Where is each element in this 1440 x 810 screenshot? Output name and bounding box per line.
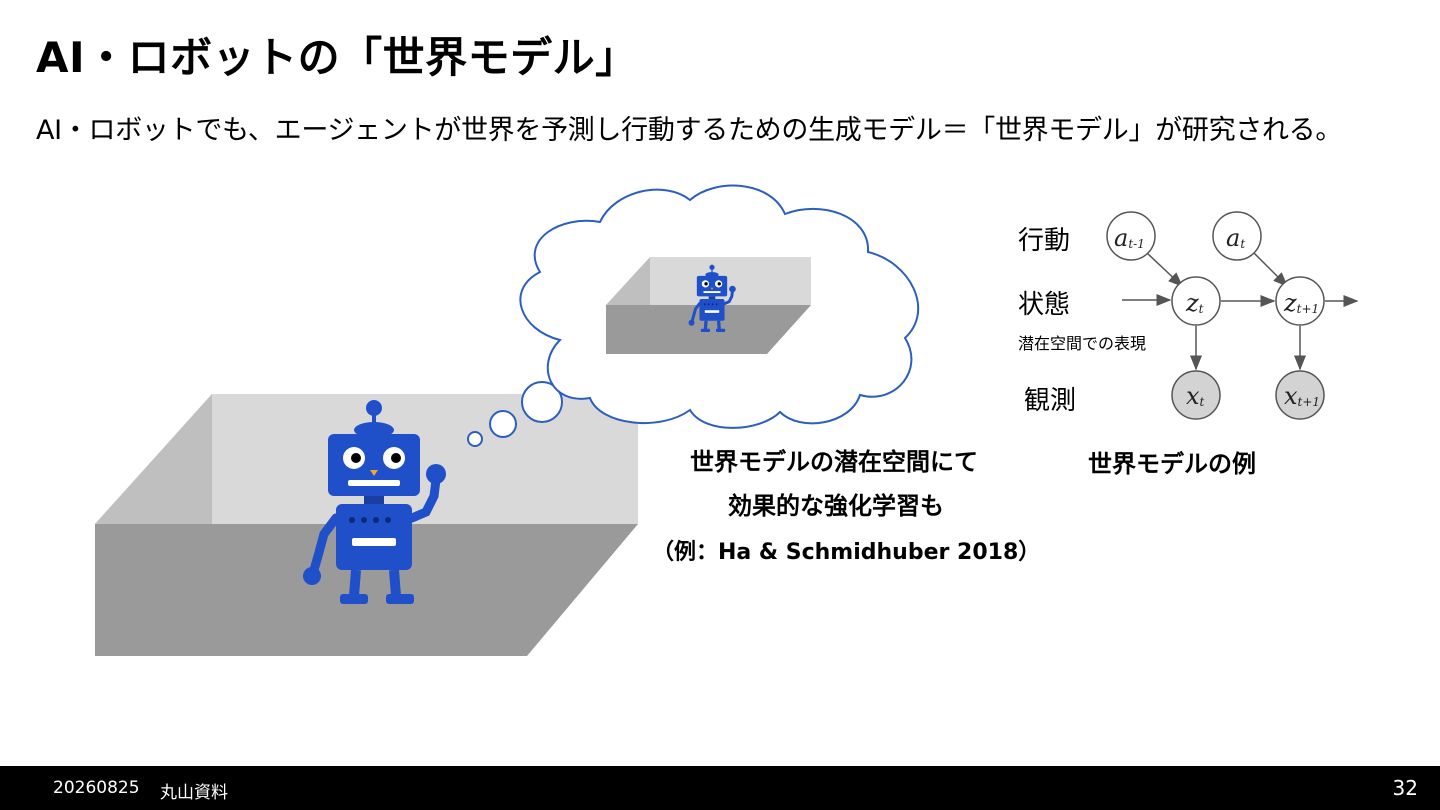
- thought-trail: [467, 381, 563, 447]
- page-number: 32: [1392, 776, 1418, 800]
- illustration-canvas: at-1 at zt zt+1 xt xt+1: [95, 184, 1359, 656]
- footer-bar: 20260825 丸山資料 32: [0, 766, 1440, 810]
- node-z-t: [1171, 276, 1221, 326]
- row-label-observation: 観測: [1024, 386, 1077, 416]
- diagram-edges: [1122, 252, 1359, 371]
- footer-date: 20260825: [53, 778, 140, 798]
- node-a-prev-label: at-1: [1114, 224, 1145, 252]
- node-a-t-label: at: [1226, 224, 1245, 252]
- footer-source: 丸山資料: [160, 783, 228, 803]
- node-x-t-label: xt: [1186, 382, 1205, 410]
- node-x-next-label: xt+1: [1284, 382, 1320, 410]
- node-z-next-label: zt+1: [1283, 289, 1319, 317]
- node-z-next: [1275, 276, 1325, 326]
- room-large: [95, 394, 638, 656]
- slide-subtitle: AI・ロボットでも、エージェントが世界を予測し行動するための生成モデル＝「世界モ…: [36, 115, 1343, 146]
- illustration-caption-1: 世界モデルの潜在空間にて: [690, 448, 978, 476]
- node-x-next: [1275, 370, 1325, 420]
- node-a-t: [1212, 211, 1262, 261]
- illustration-caption-3: （例：Ha & Schmidhuber 2018）: [652, 540, 1041, 565]
- diagram-caption: 世界モデルの例: [1088, 450, 1256, 478]
- node-a-prev: [1106, 211, 1156, 261]
- node-x-t: [1171, 370, 1221, 420]
- row-label-action: 行動: [1018, 226, 1071, 256]
- slide-title: AI・ロボットの「世界モデル」: [36, 33, 638, 82]
- node-z-t-label: zt: [1185, 289, 1204, 317]
- illustration-caption-2: 効果的な強化学習も: [728, 492, 944, 520]
- row-label-latent-note: 潜在空間での表現: [1018, 334, 1147, 353]
- row-label-state: 状態: [1018, 290, 1071, 320]
